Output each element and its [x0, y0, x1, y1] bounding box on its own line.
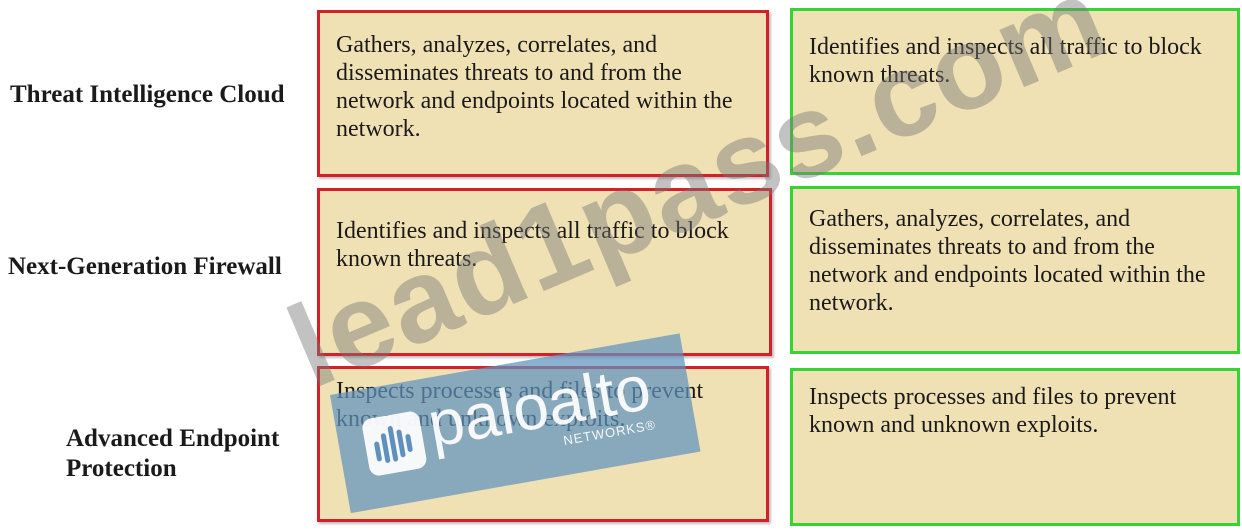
right-box-2[interactable]: Gathers, analyzes, correlates, and disse…: [790, 186, 1240, 354]
left-box-1-text: Gathers, analyzes, correlates, and disse…: [336, 32, 733, 142]
label-threat-intelligence-cloud: Threat Intelligence Cloud: [10, 81, 285, 108]
left-box-1[interactable]: Gathers, analyzes, correlates, and disse…: [317, 10, 769, 177]
right-box-1-text: Identifies and inspects all traffic to b…: [809, 34, 1202, 88]
label-next-generation-firewall: Next-Generation Firewall: [8, 253, 282, 280]
label-advanced-endpoint-protection: Advanced Endpoint Protection: [66, 424, 279, 484]
left-box-3[interactable]: Inspects processes and files to prevent …: [317, 366, 769, 522]
right-box-1[interactable]: Identifies and inspects all traffic to b…: [790, 8, 1240, 175]
left-box-2-text: Identifies and inspects all traffic to b…: [336, 218, 729, 272]
label-line-1: Advanced Endpoint: [66, 425, 280, 452]
label-line-2: Protection: [66, 455, 177, 482]
left-box-3-text: Inspects processes and files to prevent …: [336, 378, 704, 432]
right-box-2-text: Gathers, analyzes, correlates, and disse…: [809, 206, 1206, 316]
right-box-3-text: Inspects processes and files to prevent …: [809, 384, 1177, 438]
left-box-2[interactable]: Identifies and inspects all traffic to b…: [317, 188, 772, 356]
right-box-3[interactable]: Inspects processes and files to prevent …: [790, 368, 1240, 526]
